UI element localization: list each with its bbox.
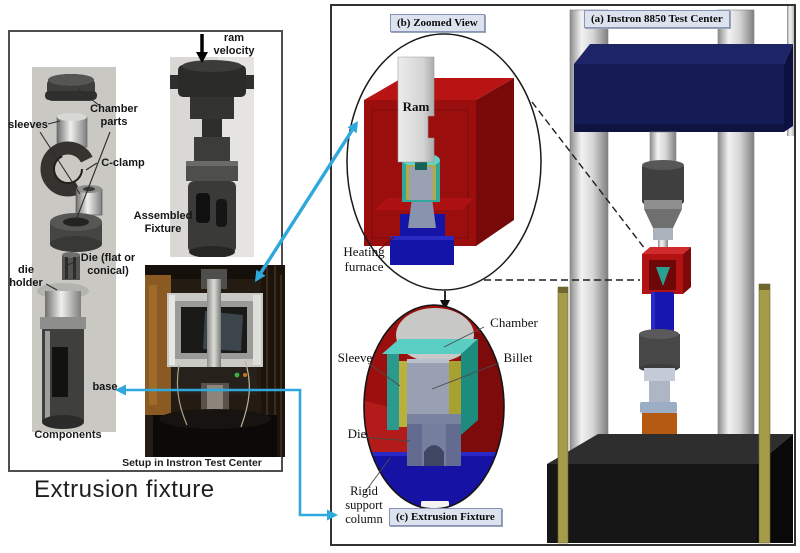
cad-drawing bbox=[346, 6, 794, 544]
ram-velocity-arrow bbox=[196, 34, 208, 63]
instron-machine-render bbox=[547, 6, 794, 544]
ram-label: Ram bbox=[402, 99, 430, 114]
components-caption: Components bbox=[34, 429, 102, 441]
part-chamber-cap bbox=[45, 74, 97, 101]
c-clamp-label: C-clamp bbox=[101, 157, 145, 169]
part-die bbox=[62, 252, 80, 280]
right-panel-cad-views: (b) Zoomed View (a) Instron 8850 Test Ce… bbox=[330, 4, 796, 546]
chamber-parts-label: Chamber parts bbox=[90, 103, 138, 128]
assembled-fixture-drawing bbox=[170, 57, 254, 257]
part-cup bbox=[50, 213, 102, 252]
callout-instron-test-center: (a) Instron 8850 Test Center bbox=[584, 10, 730, 28]
sleeves-label: sleeves bbox=[8, 119, 48, 131]
fixture-leader-lines bbox=[360, 326, 500, 493]
components-photo-drawing bbox=[37, 74, 103, 429]
zoom-link-dashed-lines bbox=[484, 101, 646, 281]
components-photo bbox=[32, 67, 116, 432]
base-label: base bbox=[92, 381, 118, 393]
assembled-fixture-caption: Assembled Fixture bbox=[133, 210, 193, 235]
callout-zoomed-view: (b) Zoomed View bbox=[390, 14, 485, 32]
part-c-clamp bbox=[40, 141, 96, 197]
left-panel-annotations bbox=[39, 34, 208, 291]
left-panel-extrusion-fixture: ram velocity sleeves Chamber parts C-cla… bbox=[8, 30, 285, 472]
callout-extrusion-fixture: (c) Extrusion Fixture bbox=[389, 508, 502, 526]
heating-furnace-label: Heating furnace bbox=[343, 244, 385, 274]
rigid-support-column-label: Rigid support column bbox=[345, 484, 383, 526]
part-die-holder-base bbox=[37, 283, 89, 429]
assembled-fixture-photo bbox=[170, 57, 254, 257]
label-leader-lines bbox=[39, 88, 111, 291]
die-flat-conical-label: Die (flat or conical) bbox=[80, 252, 136, 277]
billet-label: Billet bbox=[503, 350, 533, 365]
ram-velocity-label: ram velocity bbox=[213, 32, 255, 57]
sleeve-label: Sleeve bbox=[337, 350, 373, 365]
chamber-label: Chamber bbox=[490, 315, 538, 330]
assembled-fixture-body bbox=[170, 60, 254, 257]
die-label: Die bbox=[347, 426, 367, 441]
b-to-c-arrow bbox=[440, 291, 450, 310]
die-holder-label: die holder bbox=[9, 264, 43, 289]
figure-title: Extrusion fixture bbox=[34, 476, 215, 503]
zoomed-view-render bbox=[364, 56, 514, 265]
